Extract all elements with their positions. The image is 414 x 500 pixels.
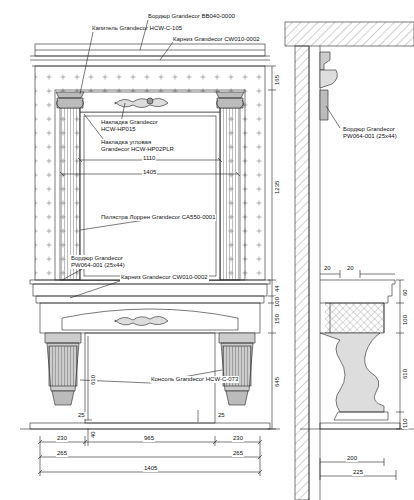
dimension-value: 265	[232, 450, 244, 457]
dimension-value: 965	[143, 435, 155, 442]
callout-label: Консоль Grandecor HCW-C-073	[150, 376, 239, 383]
callout-label: Накладка угловая Grandecor HCW-HP02PLR	[100, 139, 182, 153]
dimension-value: 230	[56, 435, 68, 442]
dimension-value: 150	[274, 313, 281, 325]
dimension-value: 40	[90, 430, 97, 439]
dimension-value: 60	[402, 288, 409, 297]
callout-label: Бордюр Grandecor BB040-0000	[148, 13, 235, 20]
dimension-value: 1405	[143, 465, 158, 472]
dimension-value: 1110	[142, 155, 156, 162]
callout-label: Бордюр Grandecor PW064-001 (25x44)	[70, 255, 134, 269]
dimension-value: 100	[274, 296, 281, 308]
callout-label: Пилястра Лоррен Grandecor CA550-0001	[100, 214, 216, 221]
dimension-value: 265	[56, 450, 68, 457]
callout-label: Накладка Grandecor HCW-HP015	[100, 119, 164, 133]
callout-label: Карниз Grandecor CW010-0002	[120, 274, 209, 281]
dimension-value: 110	[402, 417, 409, 429]
callout-label: Бордюр Grandecor PW064-001 (25x44)	[342, 126, 406, 140]
callout-label: Капитель Grandecor HCW-C-105	[92, 25, 182, 32]
dimension-value: 230	[232, 435, 244, 442]
dimension-value: 645	[274, 376, 281, 388]
dimension-value: 1235	[274, 180, 281, 195]
dimension-value: 165	[274, 74, 281, 86]
dimension-value: 200	[346, 455, 358, 462]
dimension-value: 100	[402, 314, 409, 326]
dimension-value: 25	[217, 412, 226, 419]
dimension-value: 20	[346, 265, 355, 272]
dimension-value: 225	[352, 469, 364, 476]
dimension-value: 20	[323, 265, 332, 272]
dimension-value: 25	[77, 412, 86, 419]
callout-label: Карниз Grandecor CW010-0002	[173, 36, 260, 43]
dimension-value: 610	[90, 374, 97, 386]
dimension-value: 1405	[142, 169, 157, 176]
dimension-value: 610	[402, 368, 409, 380]
dimension-value: 44	[274, 284, 281, 293]
